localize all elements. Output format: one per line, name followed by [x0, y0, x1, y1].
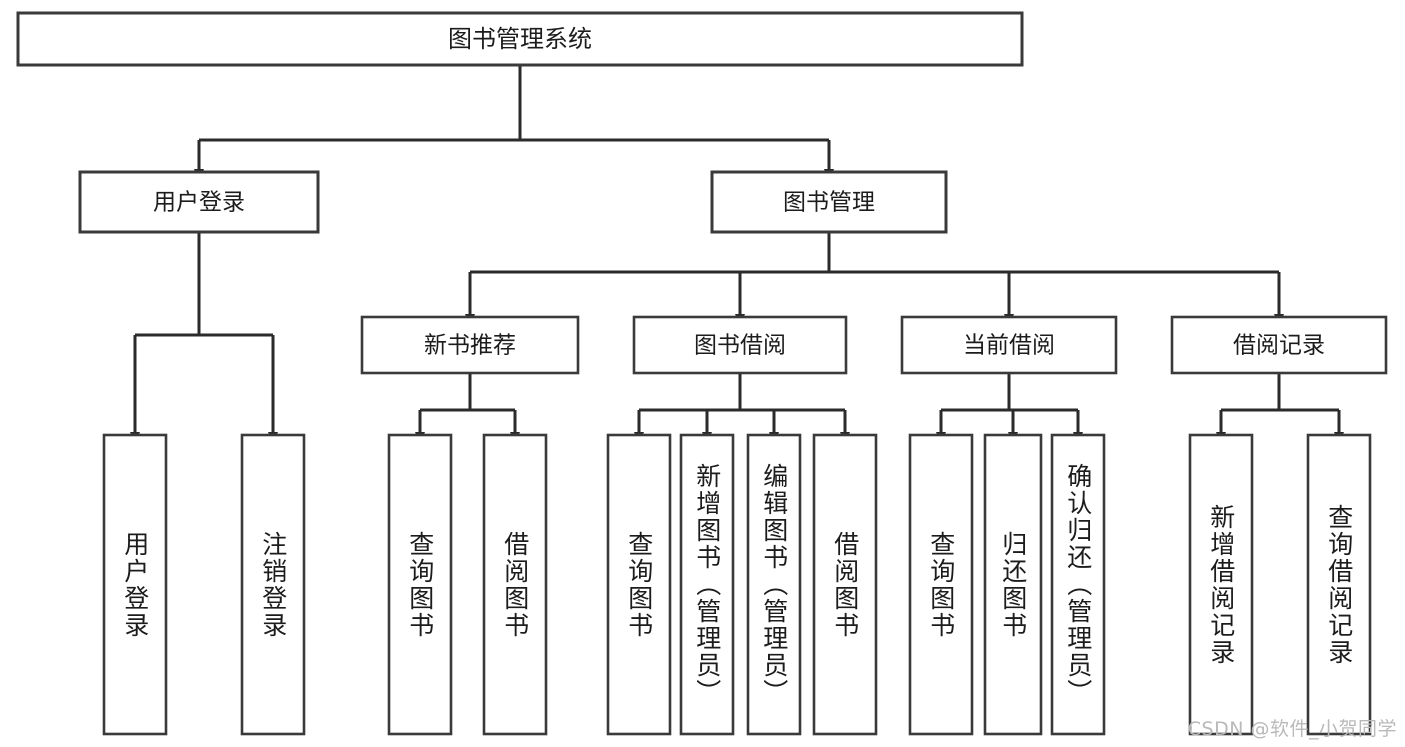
leaf-box-10[interactable]	[1050, 433, 1106, 736]
node-level3-label-2: 当前借阅	[963, 333, 1055, 359]
node-level3-box-2[interactable]	[900, 315, 1118, 375]
node-level2-box-1[interactable]	[710, 170, 948, 234]
node-level3-box-1[interactable]	[632, 315, 848, 375]
leaf-box-0[interactable]	[102, 433, 168, 736]
leaf-box-9[interactable]	[983, 433, 1043, 736]
leaf-box-8[interactable]	[908, 433, 974, 736]
node-level3-label-3: 借阅记录	[1233, 333, 1325, 359]
leaf-box-6[interactable]	[746, 433, 802, 736]
watermark-text: CSDN @软件_小贺同学	[1187, 718, 1397, 740]
connector-layer	[130, 65, 1344, 444]
leaf-box-5[interactable]	[679, 433, 735, 736]
node-level2-box-0[interactable]	[78, 170, 320, 234]
node-level3-label-1: 图书借阅	[694, 333, 786, 359]
node-root-box[interactable]	[16, 11, 1024, 67]
box-layer	[16, 11, 1388, 736]
node-root-label: 图书管理系统	[448, 25, 592, 53]
node-level3-label-0: 新书推荐	[424, 333, 516, 359]
node-level2-label-0: 用户登录	[153, 190, 245, 216]
leaf-box-1[interactable]	[240, 433, 306, 736]
leaf-box-7[interactable]	[812, 433, 878, 736]
leaf-box-2[interactable]	[387, 433, 453, 736]
leaf-box-4[interactable]	[606, 433, 672, 736]
node-level3-box-3[interactable]	[1170, 315, 1388, 375]
leaf-box-11[interactable]	[1188, 433, 1254, 736]
leaf-box-3[interactable]	[482, 433, 548, 736]
node-level2-label-1: 图书管理	[783, 190, 875, 216]
leaf-box-12[interactable]	[1306, 433, 1372, 736]
node-level3-box-0[interactable]	[360, 315, 580, 375]
